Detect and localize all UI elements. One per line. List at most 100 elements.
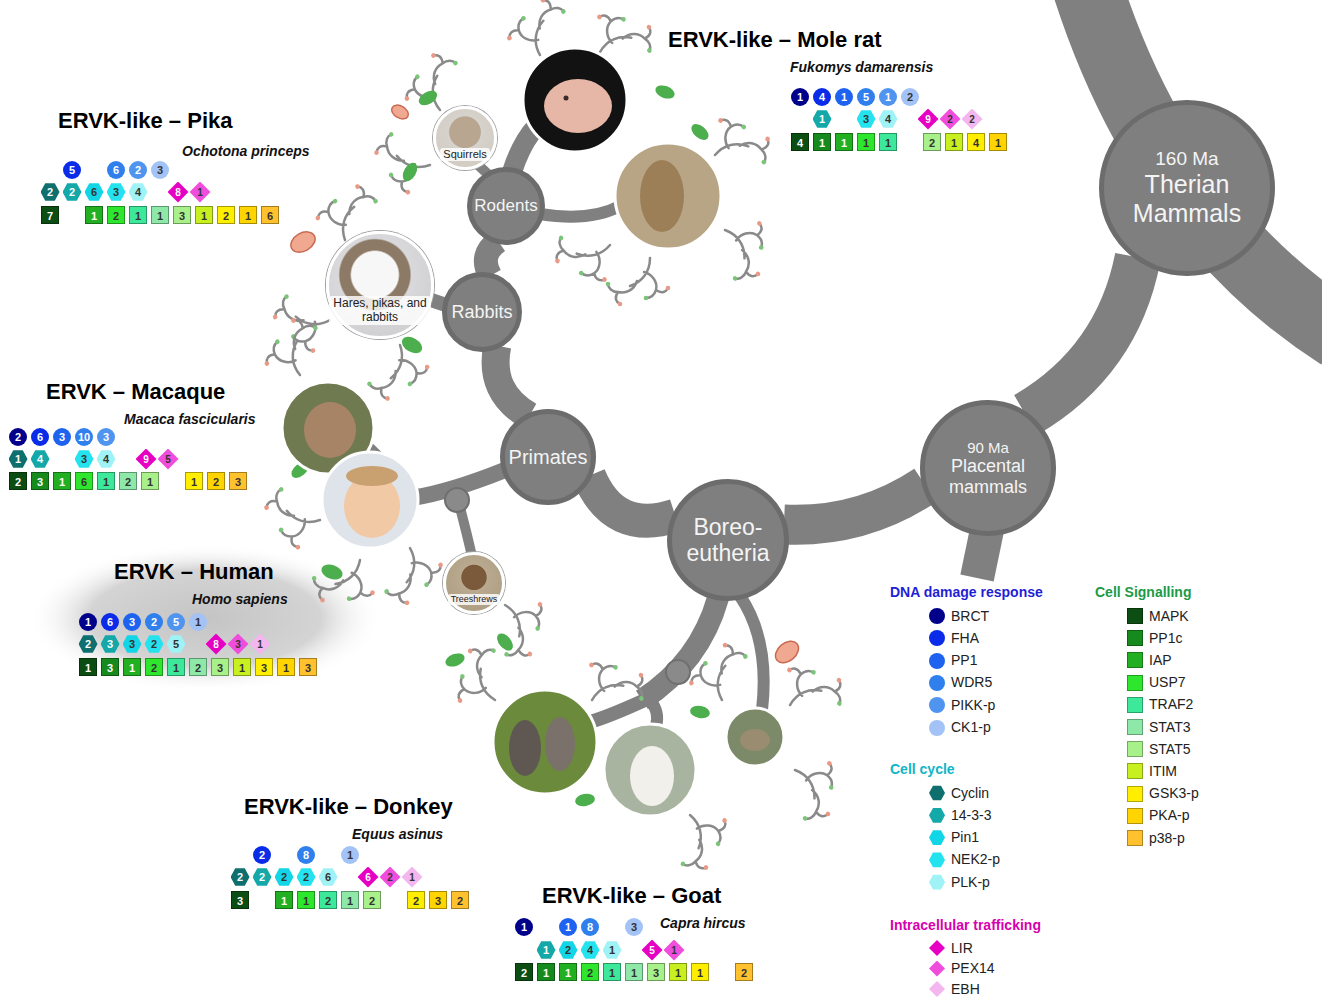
count-badge: 4 [813,88,831,106]
count-badge: 6 [261,206,279,224]
photo-macaque [304,402,356,458]
count-badge: 1 [879,88,897,106]
count-badge: 2 [63,183,82,202]
legend-swatch [929,961,945,977]
count-badge: 3 [429,891,447,909]
animal-photos [282,48,784,816]
count-badge: 1 [989,133,1007,151]
legend-swatch [1127,697,1143,713]
count-badge: 9 [136,449,157,470]
count-badge: 2 [923,133,941,151]
count-badge: 1 [277,658,295,676]
twig [545,217,626,296]
legend-swatch [929,807,945,823]
count-badge: 7 [41,206,59,224]
twig [772,653,852,727]
legend-text: FHA [951,630,979,647]
legend-text: USP7 [1149,674,1186,691]
legend-text: TRAF2 [1149,696,1193,713]
count-badge: 3 [31,472,49,490]
legend-swatch [929,608,945,624]
twig [710,211,777,288]
count-badge: 2 [79,635,98,654]
tree-branch [496,346,530,416]
photo-caption: Squirrels [440,148,489,161]
count-badge: 1 [189,613,207,631]
node-text-wrap: Boreo- eutheria [679,514,777,567]
clade-label: Boreo- eutheria [679,514,777,567]
species-binomial: Fukomys damarensis [790,59,933,76]
count-badge: 1 [297,891,315,909]
twig [358,338,435,405]
leaf [389,102,411,121]
count-badge: 2 [9,472,27,490]
photo-mole-rat [544,79,612,133]
node-text-wrap: Rabbits [451,302,512,323]
count-badge: 1 [402,867,423,888]
count-badge: 6 [85,183,104,202]
legend-text: CK1-p [951,719,991,736]
count-badge: 3 [53,428,71,446]
count-badge: 2 [407,891,425,909]
trunk-band [540,206,620,217]
clade-circle: 90 MaPlacental mammals [920,400,1056,536]
legend-heading: Cell cycle [890,761,955,778]
legend-swatch [929,830,945,846]
count-badge: 1 [185,472,203,490]
count-badge: 1 [97,472,115,490]
count-badge: 4 [581,941,600,960]
count-badge: 1 [537,941,556,960]
legend-swatch [929,720,945,736]
legend-text: PEX14 [951,960,995,977]
legend-swatch [929,852,945,868]
leaf [574,792,596,807]
tree-branch [589,476,675,521]
count-badge: 1 [190,182,211,203]
count-badge: 2 [253,846,271,864]
count-badge: 1 [603,941,622,960]
photo-child [322,452,418,548]
count-badge: 6 [75,472,93,490]
legend-heading: DNA damage response [890,584,1043,601]
photo-caption: Hares, pikas, and rabbits [329,296,430,325]
count-badge: 3 [75,450,94,469]
leaf [688,121,711,143]
legend-swatch [1127,763,1143,779]
legend-text: IAP [1149,652,1172,669]
count-badge: 3 [231,891,249,909]
count-badge: 3 [255,658,273,676]
photo-small-mammal [740,729,770,751]
twig [662,799,741,880]
count-badge: 3 [173,206,191,224]
twig [606,258,671,306]
node-text-wrap: Treeshrews [448,594,501,611]
count-badge: 1 [85,206,103,224]
clade-label: 90 Ma [967,439,1009,456]
legend-swatch [1127,608,1143,624]
count-badge: 5 [642,940,663,961]
photo-mole-rat [523,48,627,152]
node-text-wrap: Squirrels [440,148,489,167]
legend-text: BRCT [951,608,989,625]
count-badge: 4 [97,450,116,469]
legend-text: LIR [951,940,973,957]
twig [780,751,847,828]
trunk-band [590,700,645,722]
legend-swatch [929,653,945,669]
legend-swatch [1127,719,1143,735]
count-badge: 1 [239,206,257,224]
legend-swatch [929,630,945,646]
leaf [494,630,516,653]
count-badge: 2 [217,206,235,224]
legend-swatch [929,785,945,801]
count-badge: 1 [195,206,213,224]
junction-dot [445,488,469,512]
legend-heading: Cell Signalling [1095,584,1191,601]
count-badge: 1 [813,110,832,129]
twig [372,538,452,612]
legend-text: PIKK-p [951,697,995,714]
count-badge: 2 [297,868,316,887]
photo-caption: Treeshrews [448,594,501,605]
count-badge: 3 [857,110,876,129]
count-badge: 1 [167,658,185,676]
